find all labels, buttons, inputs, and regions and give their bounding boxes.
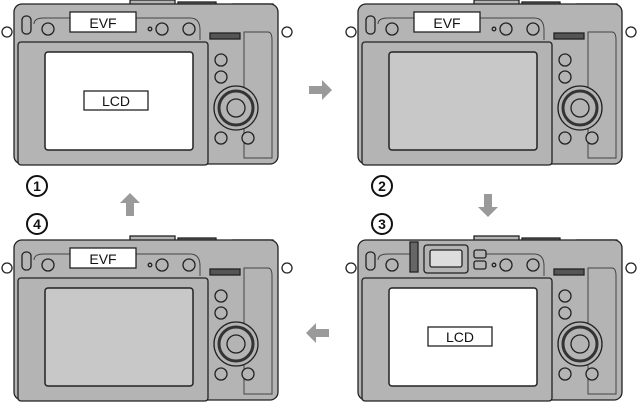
button (585, 367, 599, 381)
dpad-arrows (217, 325, 255, 363)
dpad-ok-button (226, 98, 246, 118)
button (214, 131, 228, 145)
command-dial (209, 32, 241, 40)
camera-back-bottom-right: LCD (345, 235, 637, 402)
strap-lug (1, 262, 13, 274)
evf-label-box (413, 11, 481, 33)
evf-window (429, 249, 463, 268)
camera-back-top-left: LCD EVF (1, 0, 293, 166)
strap-lug (625, 262, 637, 274)
button (241, 367, 255, 381)
top-plate-line (33, 17, 201, 40)
eye-sensor (473, 260, 487, 270)
command-dial (553, 32, 585, 40)
step-2-badge: 2 (371, 175, 393, 197)
thumb-grip (587, 31, 617, 159)
evf-label-box (69, 247, 137, 269)
strap-lug (281, 262, 293, 274)
camera-back-bottom-left: EVF (1, 235, 293, 402)
top-plate-line (33, 253, 201, 276)
button (385, 22, 399, 36)
diopter-switch (365, 15, 376, 35)
lcd-label-box (427, 326, 493, 347)
thumb-grip (587, 267, 617, 395)
strap-lug (625, 26, 637, 38)
button (41, 258, 55, 272)
evf-label: EVF (89, 251, 116, 267)
top-plate-line (377, 17, 545, 40)
button (214, 306, 228, 320)
lcd-label: LCD (102, 93, 130, 109)
button (214, 53, 228, 67)
button (526, 22, 540, 36)
strap-lug (1, 26, 13, 38)
sensor-dot (147, 26, 153, 32)
dpad-ok-button (226, 334, 246, 354)
step-4-badge: 4 (26, 213, 48, 235)
button (558, 131, 572, 145)
button (499, 258, 513, 272)
button (499, 22, 513, 36)
dpad-arrows (217, 89, 255, 127)
diopter-switch (21, 15, 32, 35)
strap-lug (345, 262, 357, 274)
step-3-badge: 3 (371, 213, 393, 235)
sensor-dot (491, 262, 497, 268)
button (558, 289, 572, 303)
button (214, 289, 228, 303)
dpad-ok-button (570, 334, 590, 354)
button (558, 70, 572, 84)
command-dial (553, 268, 585, 276)
strap-lug (281, 26, 293, 38)
dpad-arrows (561, 89, 599, 127)
evf-label: EVF (433, 15, 460, 31)
strap-lug (345, 26, 357, 38)
eye-sensor (473, 249, 487, 259)
camera-back-top-right: EVF (345, 0, 637, 166)
step-1-badge: 1 (26, 175, 48, 197)
button (214, 70, 228, 84)
diopter-switch (21, 251, 32, 271)
button (558, 53, 572, 67)
button (155, 258, 169, 272)
button (182, 22, 196, 36)
button (385, 258, 399, 272)
command-dial (209, 268, 241, 276)
sensor-dot (147, 262, 153, 268)
arrow-left-icon (306, 323, 329, 343)
lcd-screen (44, 287, 194, 387)
top-plate-line (377, 253, 545, 276)
diopter-switch (365, 251, 376, 271)
diopter-wheel (409, 241, 419, 273)
button (558, 306, 572, 320)
arrow-down-icon (478, 194, 498, 217)
evf-label-box (69, 11, 137, 33)
arrow-right-icon (309, 80, 332, 100)
button (182, 258, 196, 272)
button (155, 22, 169, 36)
thumb-grip (243, 267, 273, 395)
button (214, 367, 228, 381)
button (241, 131, 255, 145)
dpad-arrows (561, 325, 599, 363)
lcd-label-box (83, 90, 149, 111)
lcd-label: LCD (446, 329, 474, 345)
dpad-ok-button (570, 98, 590, 118)
button (585, 131, 599, 145)
evf-label: EVF (89, 15, 116, 31)
arrow-up-icon (120, 193, 140, 216)
lcd-screen (388, 51, 538, 151)
button (558, 367, 572, 381)
thumb-grip (243, 31, 273, 159)
button (41, 22, 55, 36)
button (526, 258, 540, 272)
sensor-dot (491, 26, 497, 32)
